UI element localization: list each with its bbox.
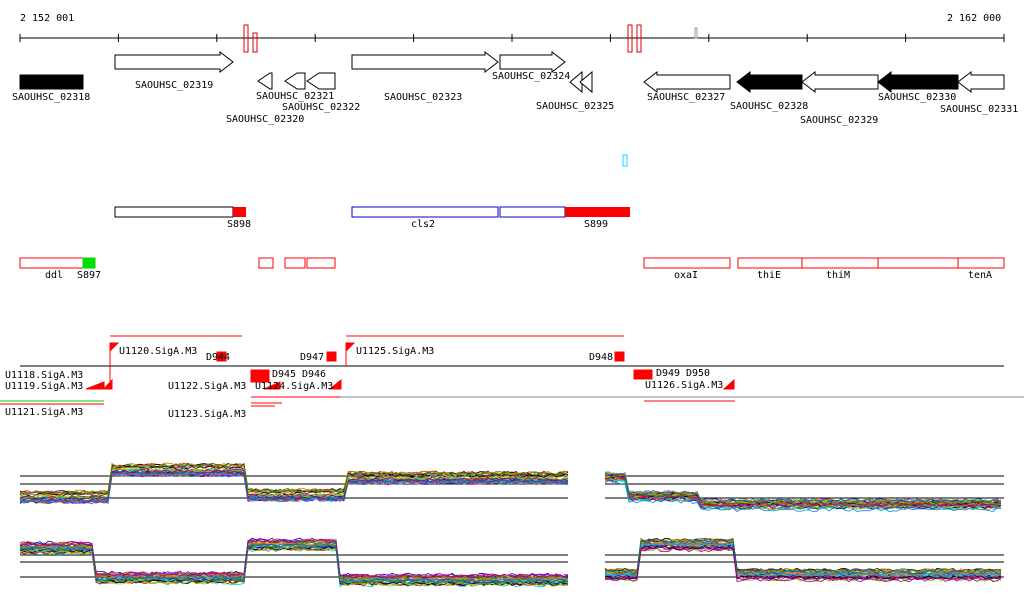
expression-series — [19, 463, 569, 496]
gene-02320[interactable] — [257, 72, 273, 90]
expression-series — [604, 545, 1002, 581]
expression-series — [604, 477, 1002, 509]
operon-label: U1118.SigA.M3 — [5, 370, 84, 381]
operon-label: U1122.SigA.M3 — [168, 381, 247, 392]
operon-label: D949 — [656, 368, 681, 379]
expression-series — [604, 539, 1002, 575]
feature-label: thiM — [826, 270, 851, 281]
gene-02321[interactable] — [284, 72, 306, 90]
operon-label: U1126.SigA.M3 — [645, 380, 724, 391]
feature-box[interactable] — [499, 206, 566, 218]
expression-series — [605, 541, 1002, 577]
gene-02323[interactable] — [351, 50, 499, 74]
operon-label: D950 — [686, 368, 711, 379]
expression-series — [604, 537, 1002, 573]
feature-label: tenA — [968, 270, 993, 281]
gene-02324[interactable] — [499, 50, 566, 74]
gene-label: SAOUHSC_02325 — [536, 101, 615, 112]
gene-label: SAOUHSC_02323 — [384, 92, 463, 103]
cyan-marker — [622, 154, 628, 167]
feature-label: ddl — [45, 270, 64, 281]
expression-series — [604, 472, 1002, 503]
gene-label: SAOUHSC_02331 — [940, 104, 1019, 115]
feature-label: oxaI — [674, 270, 699, 281]
operon-label: U1124.SigA.M3 — [255, 381, 334, 392]
feature-label: cls2 — [411, 219, 436, 230]
expression-series — [604, 480, 1002, 513]
feature-box[interactable] — [258, 257, 274, 269]
expression-series — [19, 547, 569, 587]
expression-series — [605, 545, 1002, 581]
feature-track-1 — [114, 206, 630, 218]
ruler-end: 2 162 000 — [947, 13, 1002, 24]
gene-label: SAOUHSC_02319 — [135, 80, 214, 91]
gene-02322[interactable] — [306, 72, 336, 90]
operon-label: D946 — [302, 369, 327, 380]
feature-s899[interactable] — [565, 207, 630, 217]
ruler-marks — [243, 24, 698, 53]
ruler-ticks — [19, 34, 1005, 42]
expression-series — [605, 542, 1002, 577]
gene-02318[interactable] — [19, 74, 84, 90]
gene-label: SAOUHSC_02324 — [492, 71, 571, 82]
feature-box[interactable] — [877, 257, 959, 269]
feature-cls2[interactable] — [351, 206, 499, 218]
feature-track-2 — [19, 257, 1005, 269]
gene-label: SAOUHSC_02321 — [256, 91, 335, 102]
operon-track — [0, 335, 1024, 407]
feature-s898[interactable] — [233, 207, 246, 217]
operon-label: U1119.SigA.M3 — [5, 381, 84, 392]
expression-series — [19, 539, 569, 580]
gene-label: SAOUHSC_02330 — [878, 92, 957, 103]
gene-label: SAOUHSC_02322 — [282, 102, 361, 113]
gene-02331[interactable] — [957, 70, 1005, 94]
expression-series — [19, 470, 569, 503]
operon-label: D947 — [300, 352, 325, 363]
gene-02330[interactable] — [877, 70, 959, 94]
gene-02329[interactable] — [801, 70, 879, 94]
feature-box[interactable] — [284, 257, 306, 269]
gene-label: SAOUHSC_02329 — [800, 115, 879, 126]
expression-series — [604, 473, 1002, 506]
gene-02327[interactable] — [643, 70, 731, 94]
expression-series — [19, 538, 569, 579]
gene-label: SAOUHSC_02327 — [647, 92, 726, 103]
expression-series — [19, 546, 569, 587]
gene-02319[interactable] — [114, 50, 234, 74]
feature-box[interactable] — [306, 257, 336, 269]
feature-tenA[interactable] — [957, 257, 1005, 269]
expression-series — [19, 543, 569, 584]
gene-02325b[interactable] — [579, 70, 593, 94]
feature-ddl[interactable] — [19, 257, 84, 269]
gene-02328[interactable] — [736, 70, 803, 94]
operon-label: U1120.SigA.M3 — [119, 346, 198, 357]
feature-thiE[interactable] — [737, 257, 803, 269]
gene-track — [19, 50, 1005, 94]
feature-label: S899 — [584, 219, 609, 230]
feature-label: S897 — [77, 270, 102, 281]
operon-label: D945 — [272, 369, 297, 380]
operon-label: U1121.SigA.M3 — [5, 407, 84, 418]
gene-label: SAOUHSC_02320 — [226, 114, 305, 125]
feature-s897[interactable] — [82, 257, 96, 269]
operon-label: U1125.SigA.M3 — [356, 346, 435, 357]
feature-thiM[interactable] — [801, 257, 879, 269]
gene-label: SAOUHSC_02328 — [730, 101, 809, 112]
operon-label: D944 — [206, 352, 231, 363]
ruler-start: 2 152 001 — [20, 13, 75, 24]
expression-series — [604, 478, 1002, 510]
feature-label: S898 — [227, 219, 252, 230]
operon-label: U1123.SigA.M3 — [168, 409, 247, 420]
gene-label: SAOUHSC_02318 — [12, 92, 91, 103]
feature-box[interactable] — [114, 206, 234, 218]
feature-oxaI[interactable] — [643, 257, 731, 269]
feature-label: thiE — [757, 270, 782, 281]
operon-label: D948 — [589, 352, 614, 363]
expression-plots — [19, 462, 1004, 588]
